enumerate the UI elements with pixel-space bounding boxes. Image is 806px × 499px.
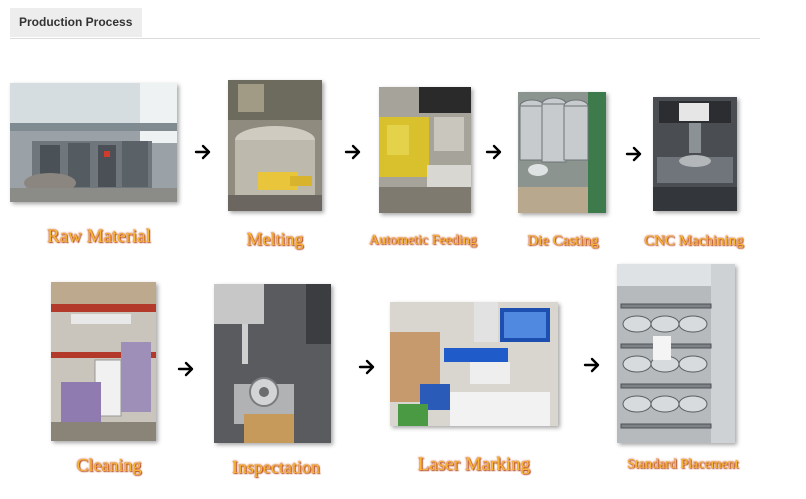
photo-laser-marking — [390, 302, 558, 426]
photo-raw-material — [10, 83, 177, 202]
section-tab-production-process: Production Process — [10, 8, 142, 37]
arrow-right-icon — [583, 357, 600, 373]
step-label-raw-material: Raw Material — [47, 226, 151, 247]
arrow-right-icon — [625, 146, 642, 162]
step-label-cleaning: Cleaning — [76, 455, 142, 475]
arrow-right-icon — [194, 144, 211, 160]
step-label-automatic-feeding: Autometic Feeding — [369, 233, 477, 248]
photo-melting — [228, 80, 322, 211]
step-label-die-casting: Die Casting — [527, 233, 599, 249]
arrow-right-icon — [358, 359, 375, 375]
step-label-cnc-machining: CNC Machining — [644, 233, 744, 249]
step-label-inspection: Inspectation — [232, 457, 320, 477]
photo-standard-placement — [617, 264, 735, 443]
section-divider — [10, 38, 760, 39]
arrow-right-icon — [485, 144, 502, 160]
photo-automatic-feeding — [379, 87, 471, 213]
photo-cnc-machining — [653, 97, 737, 211]
photo-inspection — [214, 284, 331, 443]
step-label-standard-placement: Standard Placement — [627, 457, 739, 472]
step-label-melting: Melting — [246, 229, 304, 249]
photo-die-casting — [518, 92, 606, 213]
step-label-laser-marking: Laser Marking — [417, 454, 531, 475]
arrow-right-icon — [177, 361, 194, 377]
arrow-right-icon — [344, 144, 361, 160]
photo-cleaning — [51, 282, 156, 441]
